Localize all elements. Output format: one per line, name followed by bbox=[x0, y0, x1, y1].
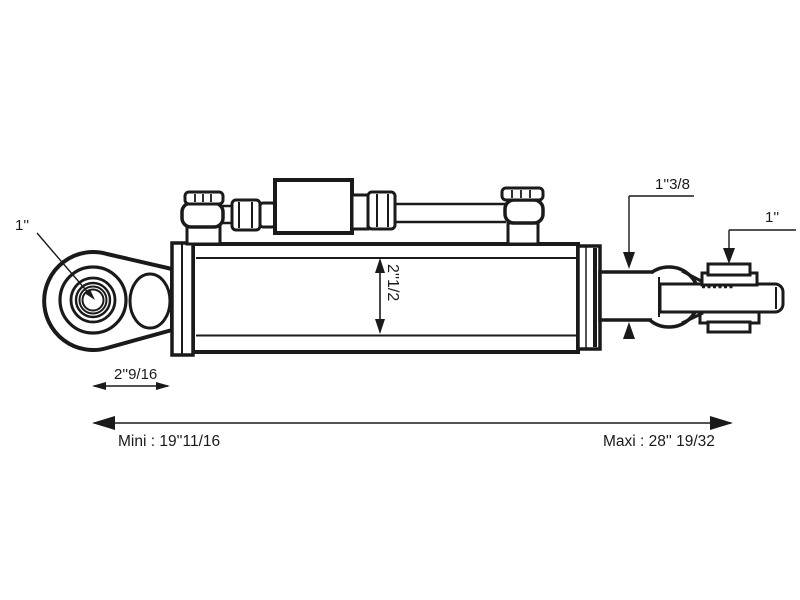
dim-ball-bore bbox=[723, 229, 796, 264]
dim-cylinder-bore bbox=[375, 258, 385, 334]
label-eye-bore: 1'' bbox=[15, 217, 29, 234]
right-elbow-cap bbox=[500, 186, 545, 202]
ball-sleeve-chamfer-bottom bbox=[681, 311, 704, 325]
dim-rod-diameter bbox=[623, 195, 694, 339]
piston-rod bbox=[598, 270, 652, 322]
right-riser-block bbox=[506, 221, 540, 246]
left-collar bbox=[258, 201, 277, 229]
right-elbow-body bbox=[503, 198, 545, 225]
dimension-arrow-icon bbox=[156, 382, 170, 390]
bushing-flange-bottom bbox=[706, 320, 752, 334]
left-hex-nut bbox=[230, 198, 262, 232]
dimension-arrow-icon bbox=[623, 322, 635, 339]
label-min-length: Mini : 19''11/16 bbox=[118, 433, 220, 450]
labels: 1'' 2''1/2 1''3/8 1'' 2''9/16 Mini : 19'… bbox=[15, 176, 779, 450]
dimension-arrow-icon bbox=[375, 319, 385, 334]
piston-rod-end bbox=[598, 262, 785, 334]
dim-eye-offset bbox=[92, 382, 170, 390]
label-rod-diameter: 1''3/8 bbox=[655, 176, 690, 193]
bushing-flange-top bbox=[706, 262, 752, 277]
dimension-arrow-icon bbox=[85, 289, 95, 300]
dim-eye-bore bbox=[36, 232, 95, 300]
dimension-arrow-icon bbox=[92, 382, 106, 390]
left-elbow-body bbox=[180, 201, 225, 229]
left-elbow-cap bbox=[183, 190, 225, 206]
label-cylinder-bore: 2''1/2 bbox=[384, 264, 401, 301]
leader-line bbox=[36, 232, 92, 297]
valve-block bbox=[273, 178, 354, 235]
eye-neck bbox=[128, 272, 172, 330]
label-eye-offset: 2''9/16 bbox=[114, 366, 157, 383]
eye-hole bbox=[81, 288, 105, 312]
dimension-arrow-icon bbox=[623, 252, 635, 269]
label-max-length: Maxi : 28'' 19/32 bbox=[603, 433, 715, 450]
dimension-arrow-icon bbox=[710, 416, 733, 430]
dim-overall-length bbox=[92, 416, 733, 430]
cylinder-body bbox=[170, 241, 602, 357]
ball-sleeve bbox=[658, 282, 785, 314]
label-ball-bore: 1'' bbox=[765, 209, 779, 226]
right-collar bbox=[350, 193, 370, 231]
dimension-arrow-icon bbox=[723, 248, 735, 264]
left-eye-end bbox=[42, 250, 174, 352]
dimension-arrow-icon bbox=[92, 416, 115, 430]
hose-assembly bbox=[180, 178, 545, 246]
right-hex-nut bbox=[366, 190, 397, 231]
dimension-arrow-icon bbox=[375, 258, 385, 273]
ball-sleeve-chamfer-top bbox=[681, 269, 704, 284]
dimensions bbox=[36, 195, 796, 430]
